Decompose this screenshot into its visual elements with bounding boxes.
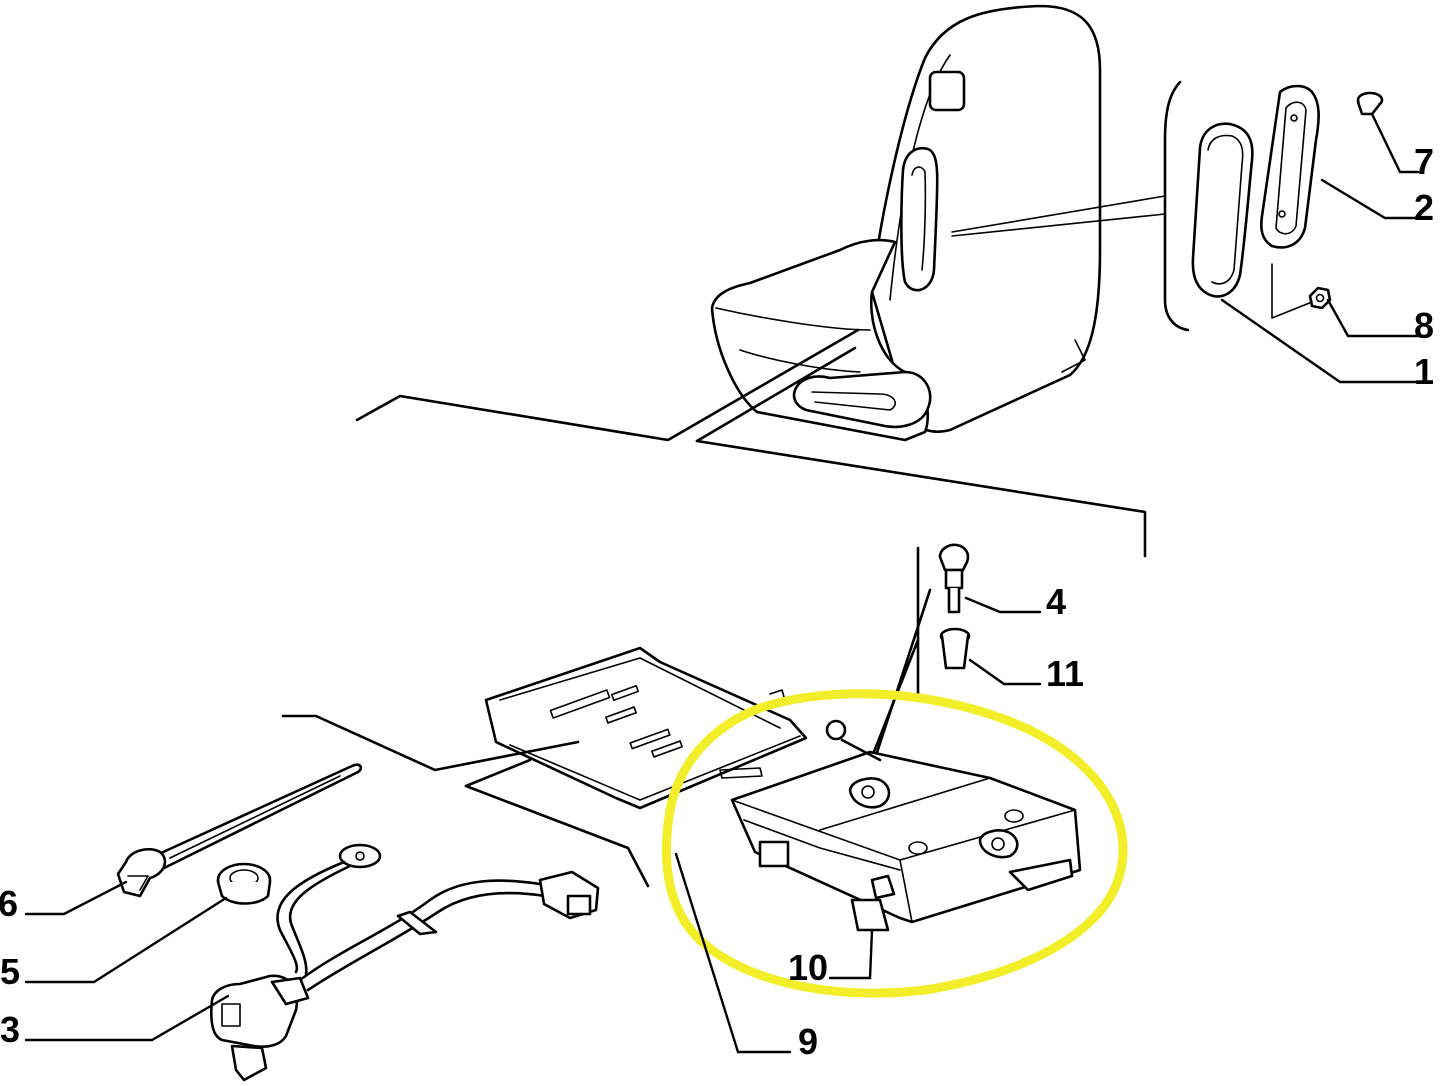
tray-cover [484,646,808,810]
part-4-bolt [938,543,970,614]
part-2-inner-frame [1260,84,1320,249]
callout-9: 9 [798,1021,818,1062]
callout-10: 10 [788,947,828,988]
part-10-control-module [730,719,1082,932]
callout-leaders [24,112,1420,1054]
callout-1: 1 [1414,351,1434,392]
callout-7: 7 [1414,141,1434,182]
callout-8: 8 [1414,305,1434,346]
part-3-wiring-harness [210,843,600,1082]
part-8-nut [1308,286,1332,310]
part-11-spacer [939,627,971,670]
seat [710,4,1102,442]
part-5-grommet [216,862,272,905]
part-7-push-pin [1356,91,1384,116]
callout-4: 4 [1046,581,1066,622]
group-bracket-seat-parts [1163,80,1190,332]
callout-11: 11 [1046,653,1084,694]
callout-2: 2 [1414,187,1434,228]
part-1-outer-cover [1191,122,1254,298]
callout-5: 5 [0,951,20,992]
part-6-cable-tie [116,763,363,898]
callout-6: 6 [0,883,18,924]
callout-3: 3 [0,1009,20,1050]
highlight-circle [661,689,1128,998]
